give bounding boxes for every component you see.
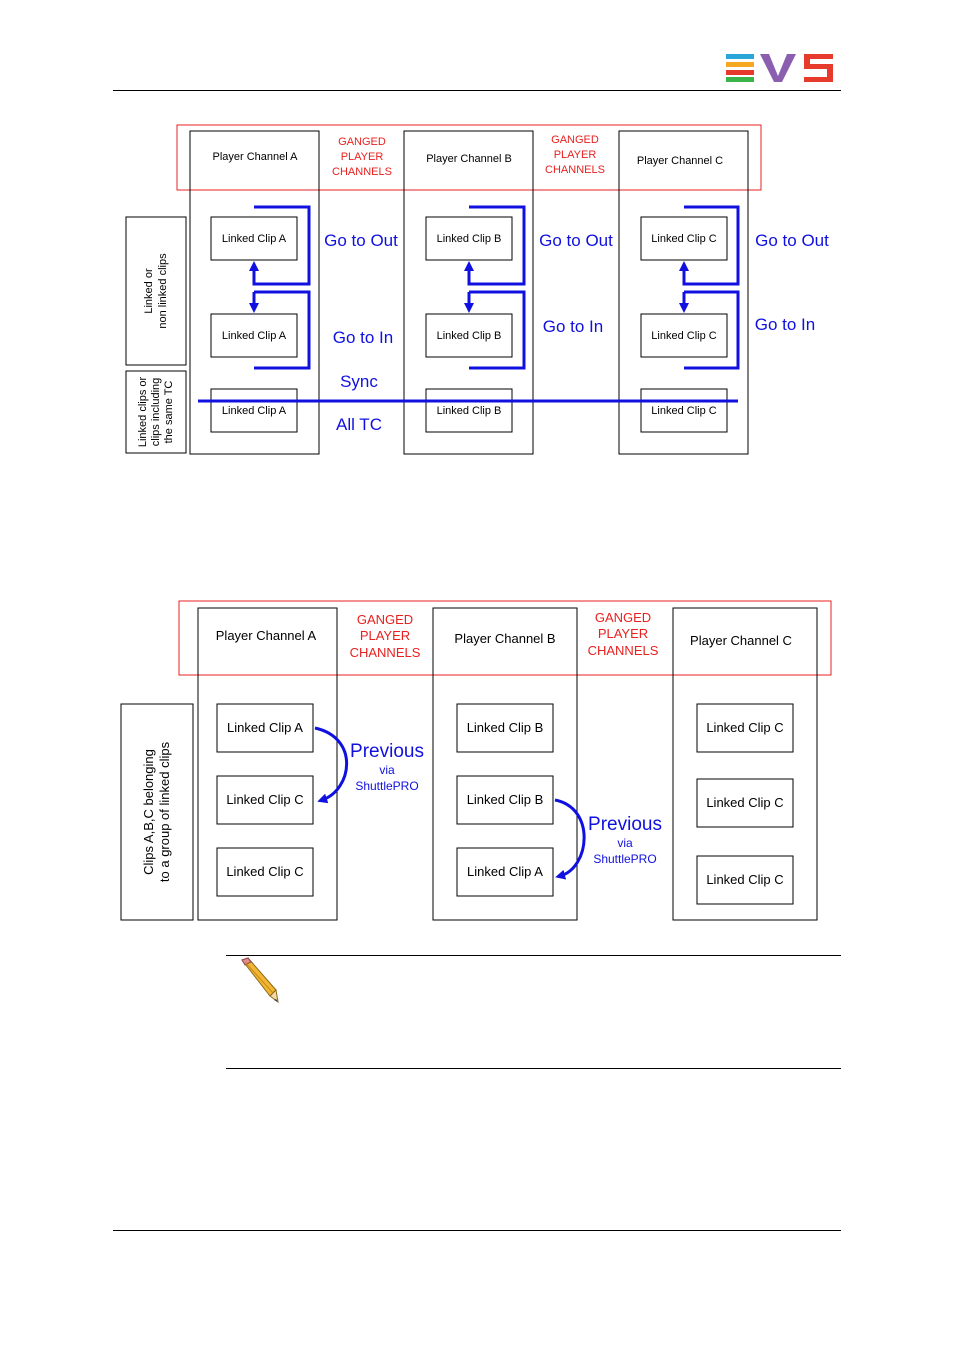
d1-channel-column-c [618,130,749,455]
d1-ganged-label: GANGED [551,134,599,146]
shuttlepro-label: ShuttlePRO [355,779,418,793]
d2-ganged-label: GANGED [595,610,651,625]
d1-ganged-label: CHANNELS [545,164,605,176]
d1-row-label-box-bottom [125,370,187,454]
previous-label: Previous [588,814,662,835]
go-to-in-label: Go to In [755,315,815,334]
d1-ganged-label: GANGED [338,136,386,148]
d2-row-label: Clips A,B,C belonging [141,749,156,875]
d1-blue-arrows [198,205,740,403]
evs-logo [726,54,834,82]
d2-ganged-label: CHANNELS [588,643,659,658]
d2-ganged-label: PLAYER [360,628,410,643]
d2-clips-c: Linked Clip C Linked Clip C Linked Clip … [696,703,794,905]
d2-channel-column-b [432,607,578,921]
d1-channel-label: Player Channel B [426,153,512,165]
previous-label: Previous [350,741,424,762]
d1-row-label: clips including [150,378,162,446]
d1-row-label: Linked or [143,268,155,314]
go-to-in-label: Go to In [333,328,393,347]
clip-label: Linked Clip A [222,233,287,245]
d1-row-label: Linked clips or [137,377,149,448]
d1-ganged-label: PLAYER [554,149,597,161]
sync-label: Sync [340,372,378,391]
clip-label: Linked Clip B [467,792,544,807]
d2-ganged-label: CHANNELS [350,645,421,660]
go-to-out-label: Go to Out [755,231,829,250]
clip-label: Linked Clip A [467,864,543,879]
d1-channel-label: Player Channel C [637,155,723,167]
d1-ganged-frame [176,124,762,191]
d2-row-label: to a group of linked clips [157,741,172,882]
clip-label: Linked Clip B [437,405,502,417]
d1-row-label: the same TC [163,381,175,444]
d2-channel-label: Player Channel B [454,631,555,646]
d2-channel-column-c [672,607,818,921]
clip-label: Linked Clip A [222,330,287,342]
clip-label: Linked Clip C [651,405,716,417]
d1-channel-label: Player Channel A [213,151,299,163]
footer-rule [113,1230,841,1231]
clip-label: Linked Clip C [706,720,783,735]
clip-label: Linked Clip C [651,233,716,245]
go-to-in-label: Go to In [543,317,603,336]
clip-label: Linked Clip C [706,872,783,887]
go-to-out-label: Go to Out [539,231,613,250]
clip-label: Linked Clip C [651,330,716,342]
d1-clips-a: Linked Clip A Linked Clip A Linked Clip … [210,216,298,433]
clip-label: Linked Clip C [226,792,303,807]
d2-ganged-label: PLAYER [598,626,648,641]
d1-clips-b: Linked Clip B Linked Clip B Linked Clip … [425,216,513,433]
d1-clips-c: Linked Clip C Linked Clip C Linked Clip … [640,216,728,433]
clip-label: Linked Clip A [227,720,303,735]
all-tc-label: All TC [336,415,382,434]
d2-clips-a: Linked Clip A Linked Clip C Linked Clip … [216,703,314,897]
clip-label: Linked Clip B [437,330,502,342]
d2-channel-label: Player Channel C [690,633,792,648]
header-rule [113,90,841,91]
d1-ganged-label: CHANNELS [332,166,392,178]
via-label: via [617,836,633,850]
clip-label: Linked Clip C [706,795,783,810]
d2-clips-b: Linked Clip B Linked Clip B Linked Clip … [456,703,554,897]
d1-channel-column-b [403,130,534,455]
shuttlepro-label: ShuttlePRO [593,852,656,866]
note-top-rule [226,955,841,956]
pencil-icon [232,956,280,1004]
d2-row-label-box [120,703,194,921]
clip-label: Linked Clip B [437,233,502,245]
d2-previous-arrows [314,726,586,880]
d1-ganged-label: PLAYER [341,151,384,163]
d2-ganged-frame [178,600,832,676]
d2-channel-column-a [197,607,338,921]
d2-channel-label: Player Channel A [216,628,317,643]
d1-row-label-box-top [125,216,187,366]
clip-label: Linked Clip A [222,405,287,417]
via-label: via [379,763,395,777]
go-to-out-label: Go to Out [324,231,398,250]
d1-channel-column-a [189,130,320,455]
d1-row-label: non linked clips [157,253,169,329]
d2-ganged-label: GANGED [357,612,413,627]
note-bottom-rule [226,1068,841,1069]
clip-label: Linked Clip B [467,720,544,735]
clip-label: Linked Clip C [226,864,303,879]
